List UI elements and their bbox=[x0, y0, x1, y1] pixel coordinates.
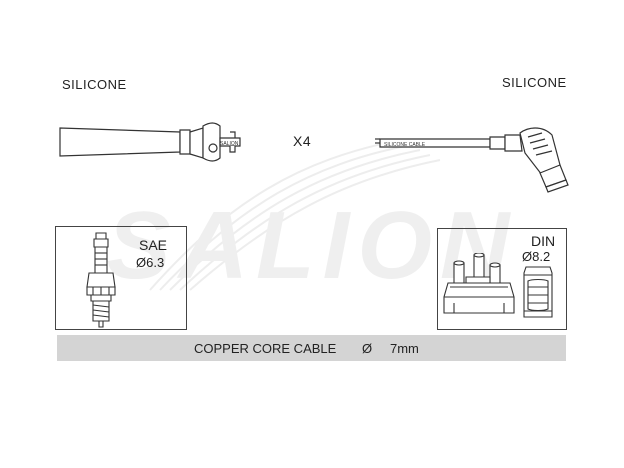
diameter-symbol: Ø bbox=[362, 341, 373, 356]
din-terminal-drawing bbox=[523, 266, 553, 318]
right-material-label: SILICONE bbox=[502, 75, 567, 90]
din-standard-label: DIN bbox=[531, 233, 556, 249]
cable-size-text: 7mm bbox=[390, 341, 419, 356]
sae-spark-plug-drawing bbox=[86, 232, 116, 328]
din-terminal-box: DIN Ø8.2 bbox=[437, 228, 567, 330]
din-diameter-label: Ø8.2 bbox=[522, 249, 551, 264]
cable-type-text: COPPER CORE CABLE bbox=[194, 341, 337, 356]
left-material-label: SILICONE bbox=[62, 77, 127, 92]
cable-boot-drawing: SILICONE CABLE bbox=[375, 127, 569, 193]
din-distributor-drawing bbox=[443, 253, 515, 314]
sae-diameter-label: Ø6.3 bbox=[136, 255, 165, 270]
sae-terminal-box: SAE Ø6.3 bbox=[55, 226, 187, 330]
plug-boot-drawing: SALION bbox=[59, 122, 241, 162]
watermark-text: SALION bbox=[107, 192, 518, 299]
cable-print-text: SILICONE CABLE bbox=[384, 142, 426, 148]
quantity-label: X4 bbox=[293, 133, 312, 149]
boot-print-text: SALION bbox=[220, 141, 239, 147]
cable-spec-bar: COPPER CORE CABLE Ø 7mm bbox=[57, 335, 566, 361]
sae-standard-label: SAE bbox=[139, 237, 168, 253]
